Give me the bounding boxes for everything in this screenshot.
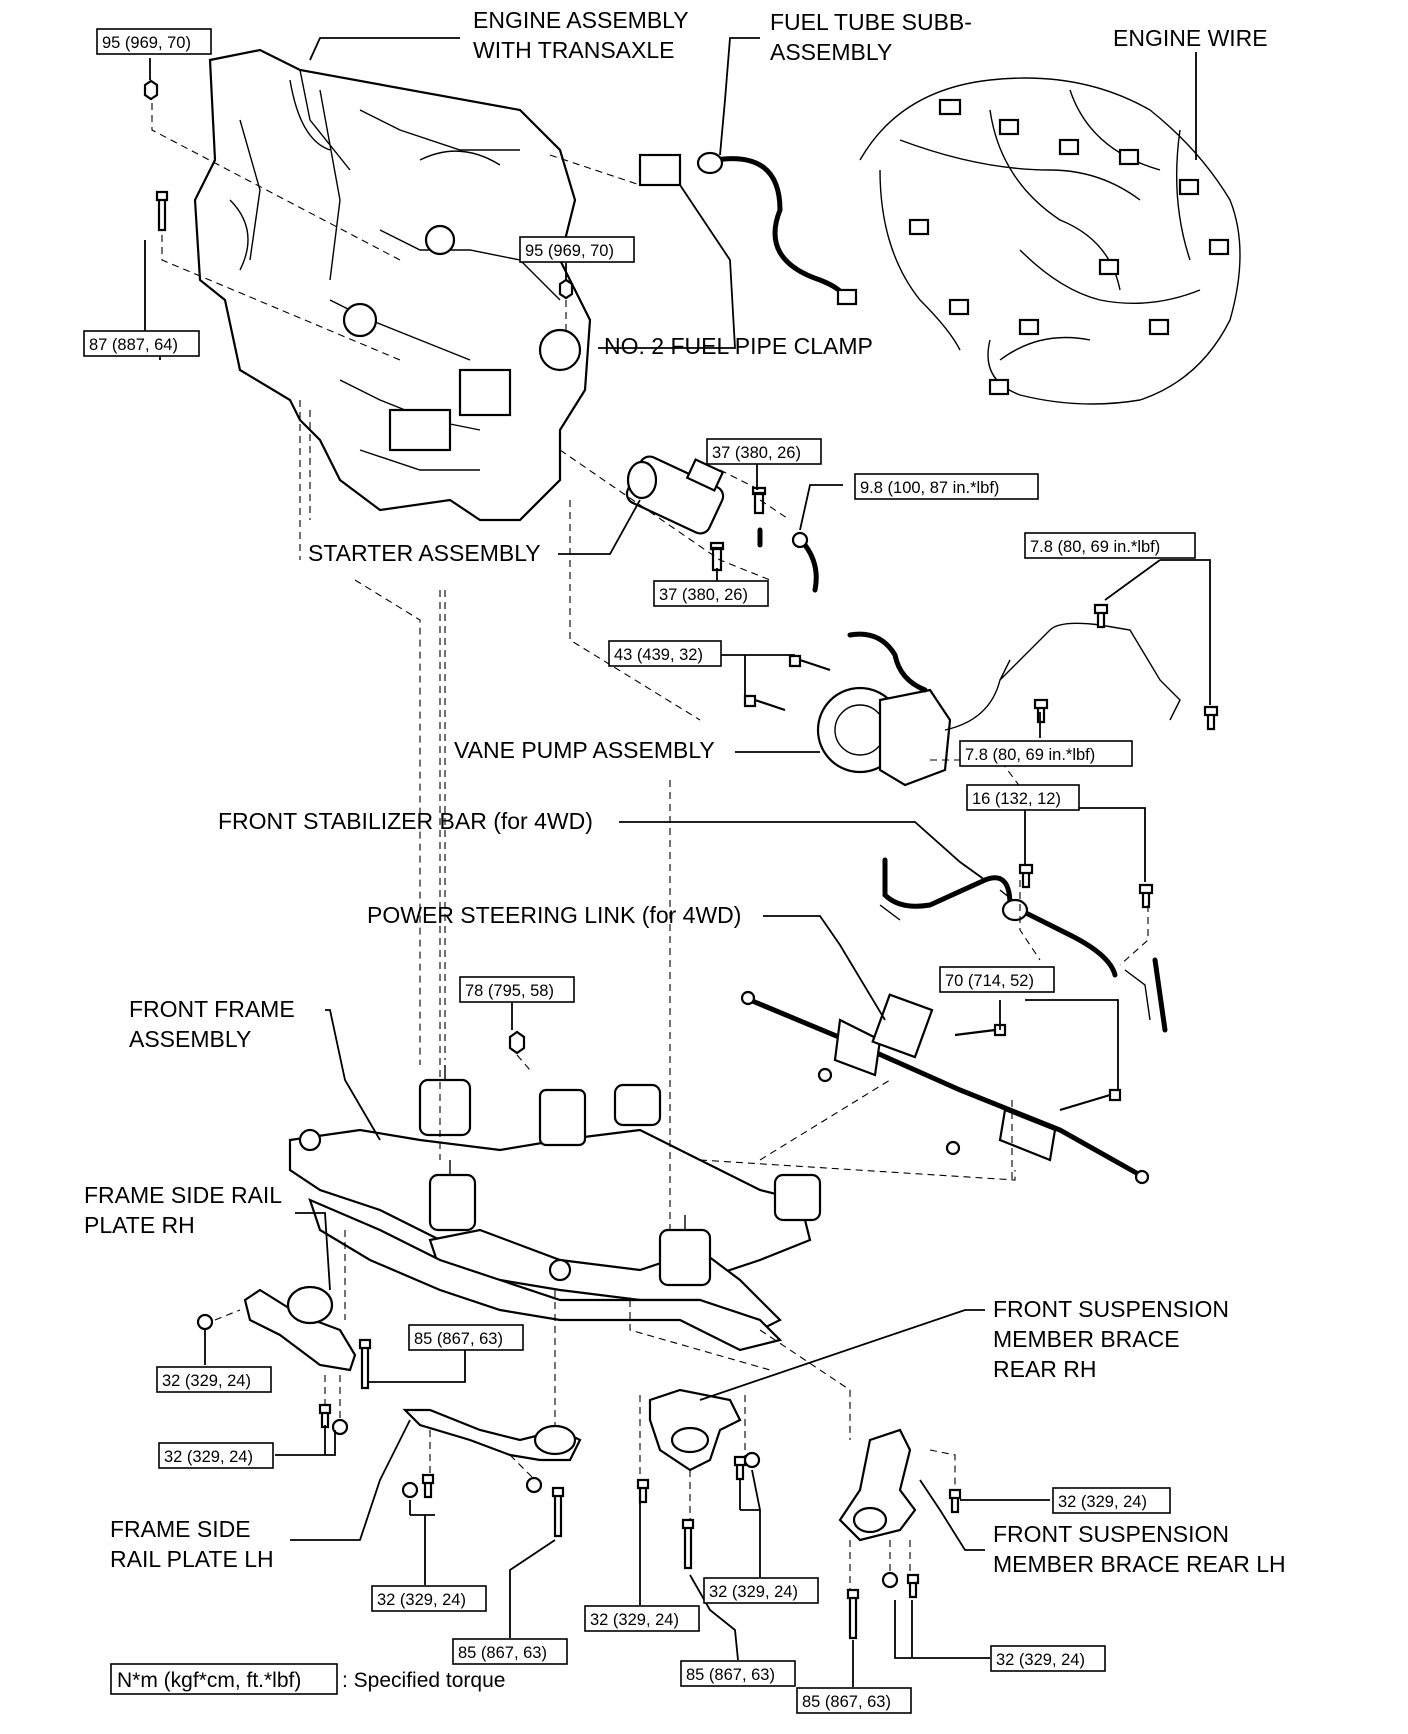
front-frame-drawing xyxy=(288,1065,822,1352)
fuel-tube-label-1: FUEL TUBE SUBB- xyxy=(770,9,972,35)
fuel-pipe-clamp-label: NO. 2 FUEL PIPE CLAMP xyxy=(604,333,873,359)
torque-box: 85 (867, 63) xyxy=(408,1324,524,1351)
torque-value: 95 (969, 70) xyxy=(525,242,614,260)
brace-lh-label-2: MEMBER BRACE REAR LH xyxy=(993,1551,1286,1577)
fuel-tube-label-2: ASSEMBLY xyxy=(770,39,892,65)
torque-box: 9.8 (100, 87 in.*lbf) xyxy=(854,473,1039,500)
stabilizer-bar-drawing xyxy=(879,857,1168,1033)
torque-legend: N*m (kgf*cm, ft.*lbf) : Specified torque xyxy=(110,1663,505,1695)
torque-box: 85 (867, 63) xyxy=(680,1660,796,1687)
torque-value: 32 (329, 24) xyxy=(162,1372,251,1390)
torque-value: 70 (714, 52) xyxy=(945,972,1034,990)
torque-box: 7.8 (80, 69 in.*lbf) xyxy=(959,740,1133,767)
torque-value: 85 (867, 63) xyxy=(414,1330,503,1348)
torque-box: 43 (439, 32) xyxy=(608,640,722,667)
torque-box: 85 (867, 63) xyxy=(796,1687,912,1714)
rail-rh-label-2: PLATE RH xyxy=(84,1212,195,1238)
torque-box: 95 (969, 70) xyxy=(519,236,635,263)
brace-rh-label-1: FRONT SUSPENSION xyxy=(993,1296,1229,1322)
rail-plate-lh-drawing xyxy=(402,1408,582,1462)
starter-label: STARTER ASSEMBLY xyxy=(308,540,541,566)
alignment-lines xyxy=(151,103,1149,1590)
torque-box: 16 (132, 12) xyxy=(966,784,1080,811)
rail-plate-rh-drawing xyxy=(243,1285,357,1372)
brace-rh-label-3: REAR RH xyxy=(993,1356,1097,1382)
engine-wire-drawing xyxy=(859,77,1241,405)
leader-lines xyxy=(144,37,1211,1687)
torque-value: 43 (439, 32) xyxy=(614,646,703,664)
front-frame-label-2: ASSEMBLY xyxy=(129,1026,251,1052)
torque-box: 7.8 (80, 69 in.*lbf) xyxy=(1024,532,1196,559)
torque-value: 95 (969, 70) xyxy=(102,34,191,52)
brace-rh-label-2: MEMBER BRACE xyxy=(993,1326,1180,1352)
ps-link-label: POWER STEERING LINK (for 4WD) xyxy=(367,902,741,928)
rail-lh-label-2: RAIL PLATE LH xyxy=(110,1546,274,1572)
torque-box: 37 (380, 26) xyxy=(653,580,769,607)
vane-pump-drawing xyxy=(816,622,1181,787)
engine-assembly-label-2: WITH TRANSAXLE xyxy=(473,37,675,63)
fasteners xyxy=(143,79,1219,1640)
torque-value: 87 (887, 64) xyxy=(89,336,178,354)
torque-value: 7.8 (80, 69 in.*lbf) xyxy=(1030,538,1160,556)
torque-box: 78 (795, 58) xyxy=(459,976,575,1003)
vane-pump-label: VANE PUMP ASSEMBLY xyxy=(454,737,715,763)
torque-value: 32 (329, 24) xyxy=(1058,1493,1147,1511)
torque-value: 85 (867, 63) xyxy=(458,1644,547,1662)
torque-box: 85 (867, 63) xyxy=(452,1638,568,1665)
torque-box: 95 (969, 70) xyxy=(96,28,212,55)
torque-value: 7.8 (80, 69 in.*lbf) xyxy=(965,746,1095,764)
torque-value: 32 (329, 24) xyxy=(590,1611,679,1629)
torque-box: 32 (329, 24) xyxy=(1052,1487,1171,1514)
torque-box: 87 (887, 64) xyxy=(83,330,200,357)
torque-value: 16 (132, 12) xyxy=(972,790,1061,808)
torque-value: 85 (867, 63) xyxy=(802,1693,891,1711)
torque-box: 32 (329, 24) xyxy=(584,1605,700,1632)
torque-box: 37 (380, 26) xyxy=(706,438,822,465)
torque-value: 78 (795, 58) xyxy=(465,982,554,1000)
rail-lh-label-1: FRAME SIDE xyxy=(110,1516,251,1542)
torque-box: 32 (329, 24) xyxy=(371,1585,487,1612)
torque-value: 32 (329, 24) xyxy=(164,1448,253,1466)
steering-rack-drawing xyxy=(740,990,1150,1185)
torque-value: 37 (380, 26) xyxy=(712,444,801,462)
torque-box: 32 (329, 24) xyxy=(158,1442,274,1469)
fuel-tube-drawing xyxy=(638,151,858,306)
torque-value: 9.8 (100, 87 in.*lbf) xyxy=(860,479,999,497)
starter-drawing xyxy=(625,455,819,593)
torque-box: 32 (329, 24) xyxy=(990,1645,1106,1672)
brace-lh-label-1: FRONT SUSPENSION xyxy=(993,1521,1229,1547)
engine-assembly-drawing xyxy=(193,48,592,522)
torque-value: 32 (329, 24) xyxy=(377,1591,466,1609)
torque-value: 85 (867, 63) xyxy=(686,1666,775,1684)
brace-rear-lh-drawing xyxy=(838,1428,917,1542)
torque-box: 70 (714, 52) xyxy=(939,966,1055,993)
engine-assembly-label-1: ENGINE ASSEMBLY xyxy=(473,7,689,33)
torque-value: 32 (329, 24) xyxy=(996,1651,1085,1669)
legend-text: : Specified torque xyxy=(342,1669,505,1692)
torque-box: 32 (329, 24) xyxy=(703,1577,819,1604)
brace-rear-rh-drawing xyxy=(648,1388,742,1472)
stabilizer-bar-label: FRONT STABILIZER BAR (for 4WD) xyxy=(218,808,593,834)
torque-box: 32 (329, 24) xyxy=(156,1366,272,1393)
front-frame-label-1: FRONT FRAME xyxy=(129,996,295,1022)
legend-unit: N*m (kgf*cm, ft.*lbf) xyxy=(117,1669,301,1692)
engine-wire-label: ENGINE WIRE xyxy=(1113,25,1268,51)
torque-value: 37 (380, 26) xyxy=(659,586,748,604)
torque-value: 32 (329, 24) xyxy=(709,1583,798,1601)
rail-rh-label-1: FRAME SIDE RAIL xyxy=(84,1182,282,1208)
